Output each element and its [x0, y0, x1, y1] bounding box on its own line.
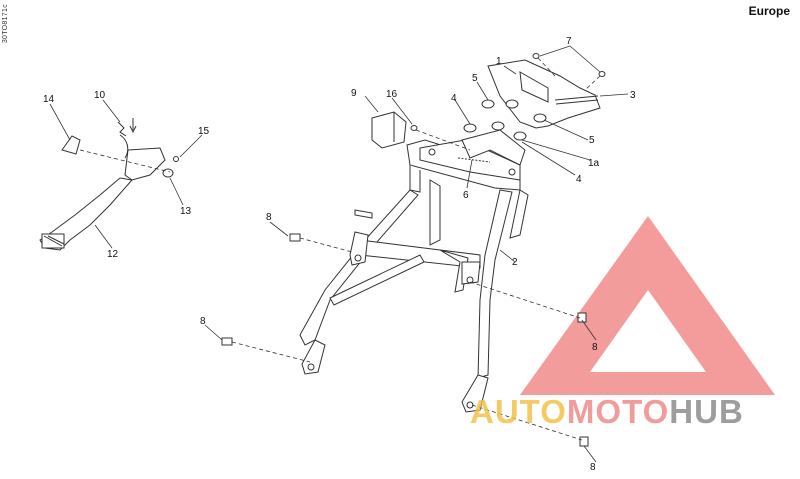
callout-1: 1 — [496, 56, 502, 67]
callout-8-c: 8 — [592, 342, 598, 353]
callout-5-b: 5 — [589, 135, 595, 146]
watermark-logo-text: AUTOMOTOHUB — [470, 393, 744, 431]
callout-9: 9 — [351, 88, 357, 99]
callout-1a: 1a — [588, 158, 600, 169]
leader-lines — [49, 45, 629, 463]
callout-6: 6 — [463, 190, 469, 201]
callout-8: 8 — [266, 212, 272, 223]
callout-16: 16 — [386, 89, 398, 100]
fastener-lines — [79, 57, 601, 441]
callout-13: 13 — [180, 206, 192, 217]
callout-15: 15 — [198, 126, 210, 137]
region-label: Europe — [748, 4, 790, 18]
callout-5: 5 — [472, 73, 478, 84]
callout-2: 2 — [512, 257, 518, 268]
document-code: 30TO8171c — [2, 4, 9, 44]
watermark-moto: MOTO — [566, 393, 670, 430]
callout-8-d: 8 — [590, 462, 596, 473]
callout-12: 12 — [107, 249, 119, 260]
callout-7: 7 — [566, 36, 572, 47]
callout-14: 14 — [43, 94, 55, 105]
rear-frame — [221, 53, 606, 447]
watermark-hub: HUB — [669, 393, 744, 430]
callout-4-b: 4 — [576, 174, 582, 185]
callout-10: 10 — [94, 90, 106, 101]
callout-8-b: 8 — [200, 316, 206, 327]
callout-3: 3 — [630, 90, 636, 101]
callout-labels: 1 7 3 5 9 16 4 5 1a 4 6 14 10 15 13 12 8… — [43, 36, 636, 473]
callout-4: 4 — [451, 93, 457, 104]
brake-pedal-assembly — [39, 118, 179, 251]
watermark-auto: AUTO — [470, 393, 567, 430]
watermark-logo-triangle — [520, 216, 775, 395]
